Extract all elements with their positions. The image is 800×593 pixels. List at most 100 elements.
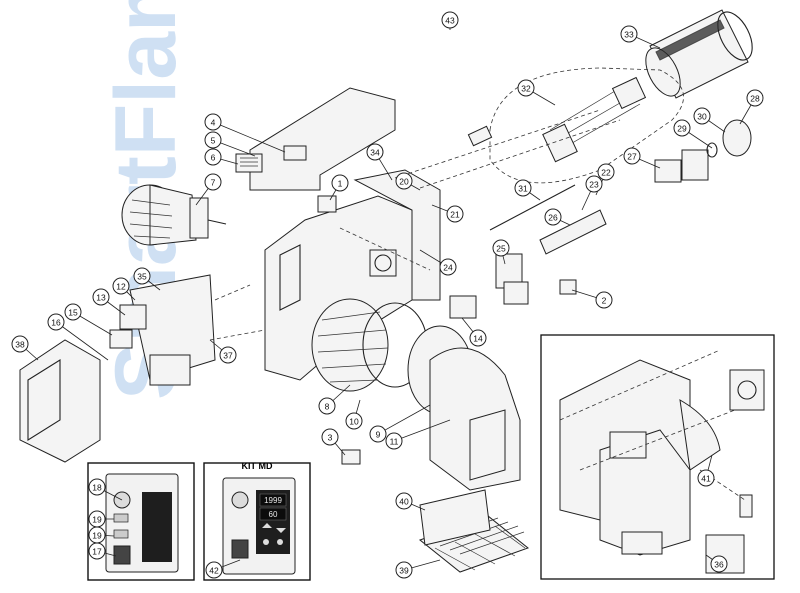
callout-number: 37 [223,351,233,361]
motor [121,184,227,246]
callout-number: 22 [601,168,611,178]
callout-number: 6 [211,153,216,163]
callout-number: 35 [137,272,147,282]
callout-number: 2 [602,296,607,306]
callout-11: 11 [385,432,403,450]
callout-number: 27 [627,152,637,162]
callout-number: 23 [589,180,599,190]
top-cover [249,87,396,191]
callout-21: 21 [446,205,464,223]
callout-number: 34 [370,148,380,158]
callout-17: 17 [88,542,106,560]
callout-24: 24 [439,258,457,276]
callout-26: 26 [544,208,562,226]
leader-line-16 [55,321,109,361]
callout-7: 7 [204,173,222,191]
callout-37: 37 [219,346,237,364]
callout-28: 28 [746,89,764,107]
panel-kit-md: KIT MD 1999 60 [203,461,311,581]
sight-window [283,145,307,161]
panel-standard [87,462,195,581]
callout-number: 29 [677,124,687,134]
callout-16: 16 [47,313,65,331]
callout-number: 25 [496,244,506,254]
kit-md-label: KIT MD [242,461,273,471]
callout-35: 35 [133,267,151,285]
grille-plate [235,153,263,173]
callout-number: 16 [51,318,61,328]
callout-number: 9 [376,430,381,440]
callout-13: 13 [92,288,110,306]
callout-38: 38 [11,335,29,353]
callout-number: 3 [328,433,333,443]
callout-39: 39 [395,561,413,579]
callout-42: 42 [205,561,223,579]
display-value-bottom: 60 [269,510,278,519]
callout-32: 32 [517,79,535,97]
callout-number: 14 [473,334,483,344]
callout-number: 11 [390,437,399,447]
leader-line-4 [212,121,286,153]
callout-number: 1 [338,179,343,189]
control-panel [109,274,216,386]
callout-3: 3 [321,428,339,446]
callout-number: 28 [750,94,760,104]
callout-19: 19 [88,526,106,544]
callout-number: 12 [116,282,126,292]
callout-number: 5 [211,136,216,146]
callout-number: 20 [399,177,409,187]
callout-10: 10 [345,412,363,430]
callout-number: 21 [450,210,460,220]
nozzle-pipe [489,184,576,231]
callout-6: 6 [204,148,222,166]
callout-9: 9 [369,425,387,443]
nozzle [559,279,577,295]
callout-number: 41 [701,474,711,484]
callout-number: 4 [211,118,216,128]
callout-14: 14 [469,329,487,347]
callout-number: 42 [209,566,219,576]
alternate-version-inset [540,334,775,580]
callout-number: 40 [399,497,409,507]
callout-15: 15 [64,303,82,321]
callout-number: 10 [349,417,359,427]
callout-40: 40 [395,492,413,510]
callout-2: 2 [595,291,613,309]
callout-43: 43 [441,11,459,29]
callout-41: 41 [697,469,715,487]
capacitor [317,195,337,213]
flame-tube [645,9,753,99]
callout-23: 23 [585,175,603,193]
servo-bracket [449,295,477,319]
callout-number: 19 [92,515,102,525]
callout-number: 43 [445,16,455,26]
fan-wheel [311,298,428,392]
callout-8: 8 [318,397,336,415]
callout-number: 38 [15,340,25,350]
callout-number: 8 [325,402,330,412]
callout-4: 4 [204,113,222,131]
callout-31: 31 [514,179,532,197]
callout-30: 30 [693,107,711,125]
callout-number: 30 [697,112,707,122]
callout-number: 7 [211,178,216,188]
callout-22: 22 [597,163,615,181]
callout-5: 5 [204,131,222,149]
callout-1: 1 [331,174,349,192]
parts-drawing [19,9,753,573]
callout-27: 27 [623,147,641,165]
callout-number: 26 [548,213,558,223]
callout-number: 18 [92,483,102,493]
photocell [341,449,361,465]
callout-number: 15 [68,308,78,318]
leader-line-9 [377,404,431,435]
callout-25: 25 [492,239,510,257]
ring [706,142,718,158]
diffuser-support [681,149,709,181]
electrode-tube [539,209,607,255]
callout-20: 20 [395,172,413,190]
diffuser-disc [722,119,752,157]
gasket [503,281,529,305]
callout-number: 31 [518,184,528,194]
